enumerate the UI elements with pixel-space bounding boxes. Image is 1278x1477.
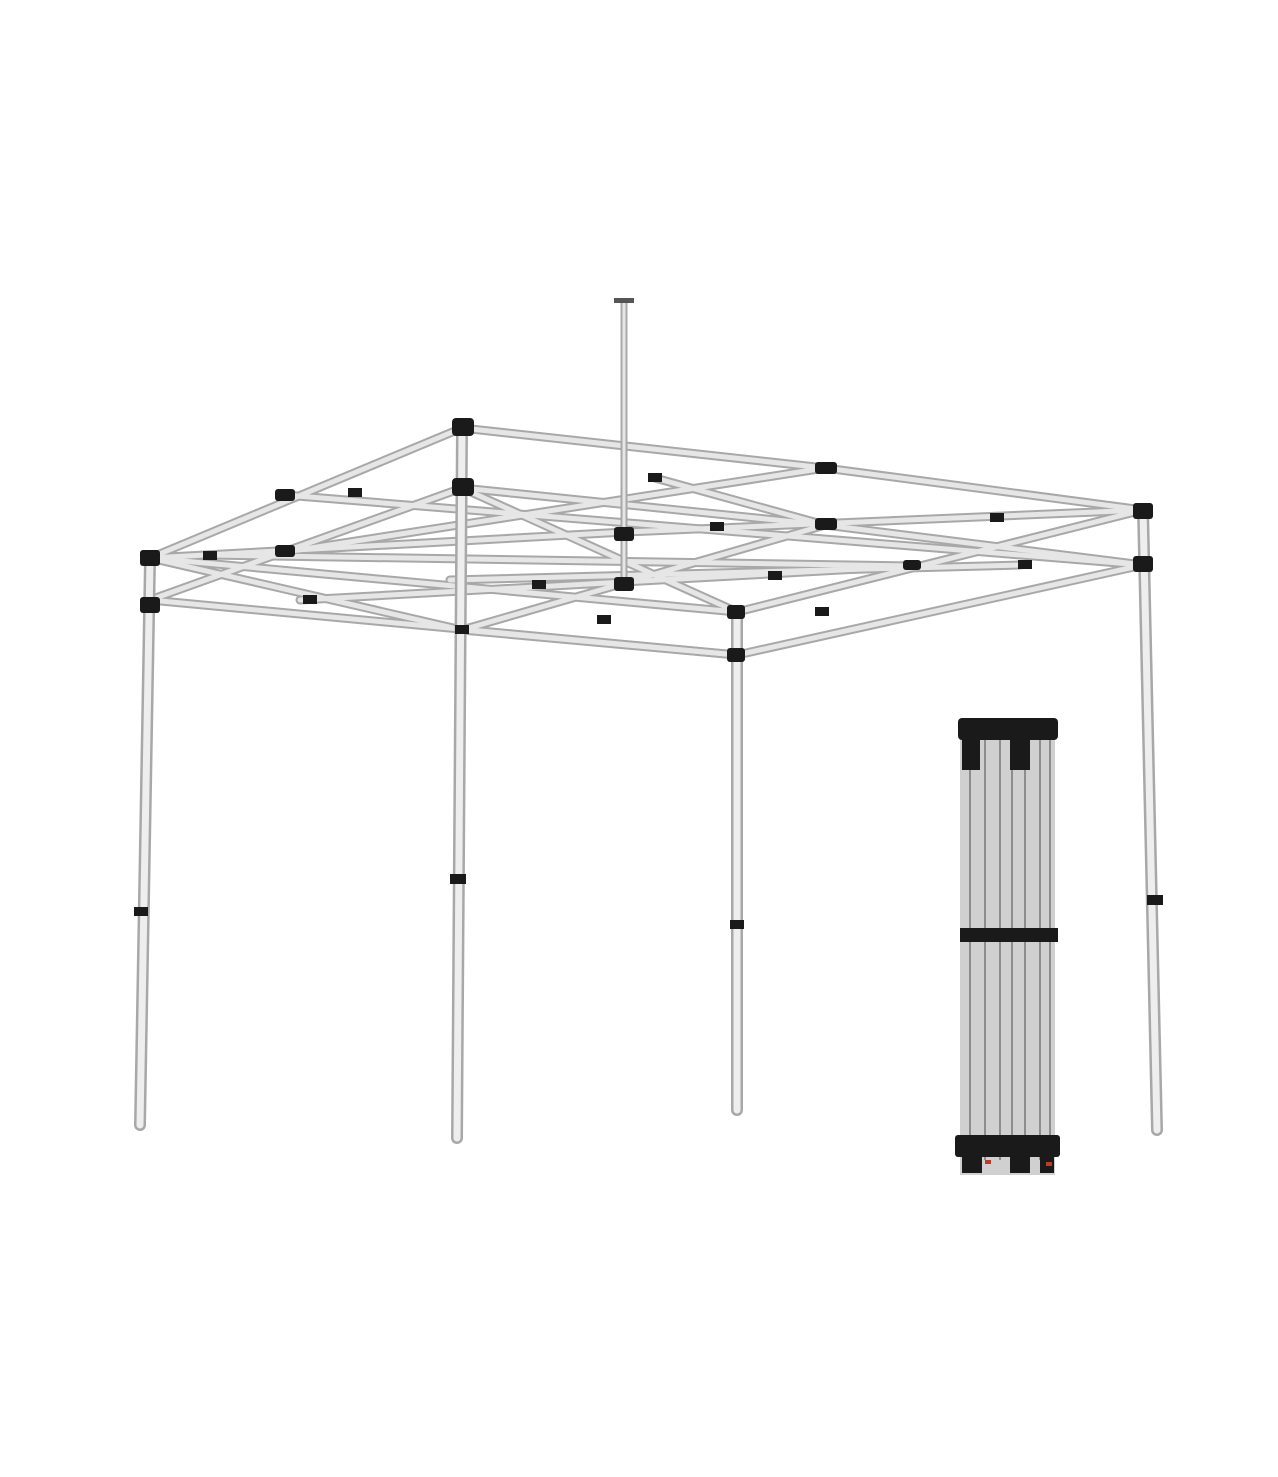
joints [134,418,1163,929]
truss-tubes [145,423,1148,660]
folded-canopy-frame [955,718,1060,1175]
legs-inner [136,426,1161,1142]
expanded-canopy-frame [134,298,1163,1144]
truss-tubes-inner [147,425,1146,658]
